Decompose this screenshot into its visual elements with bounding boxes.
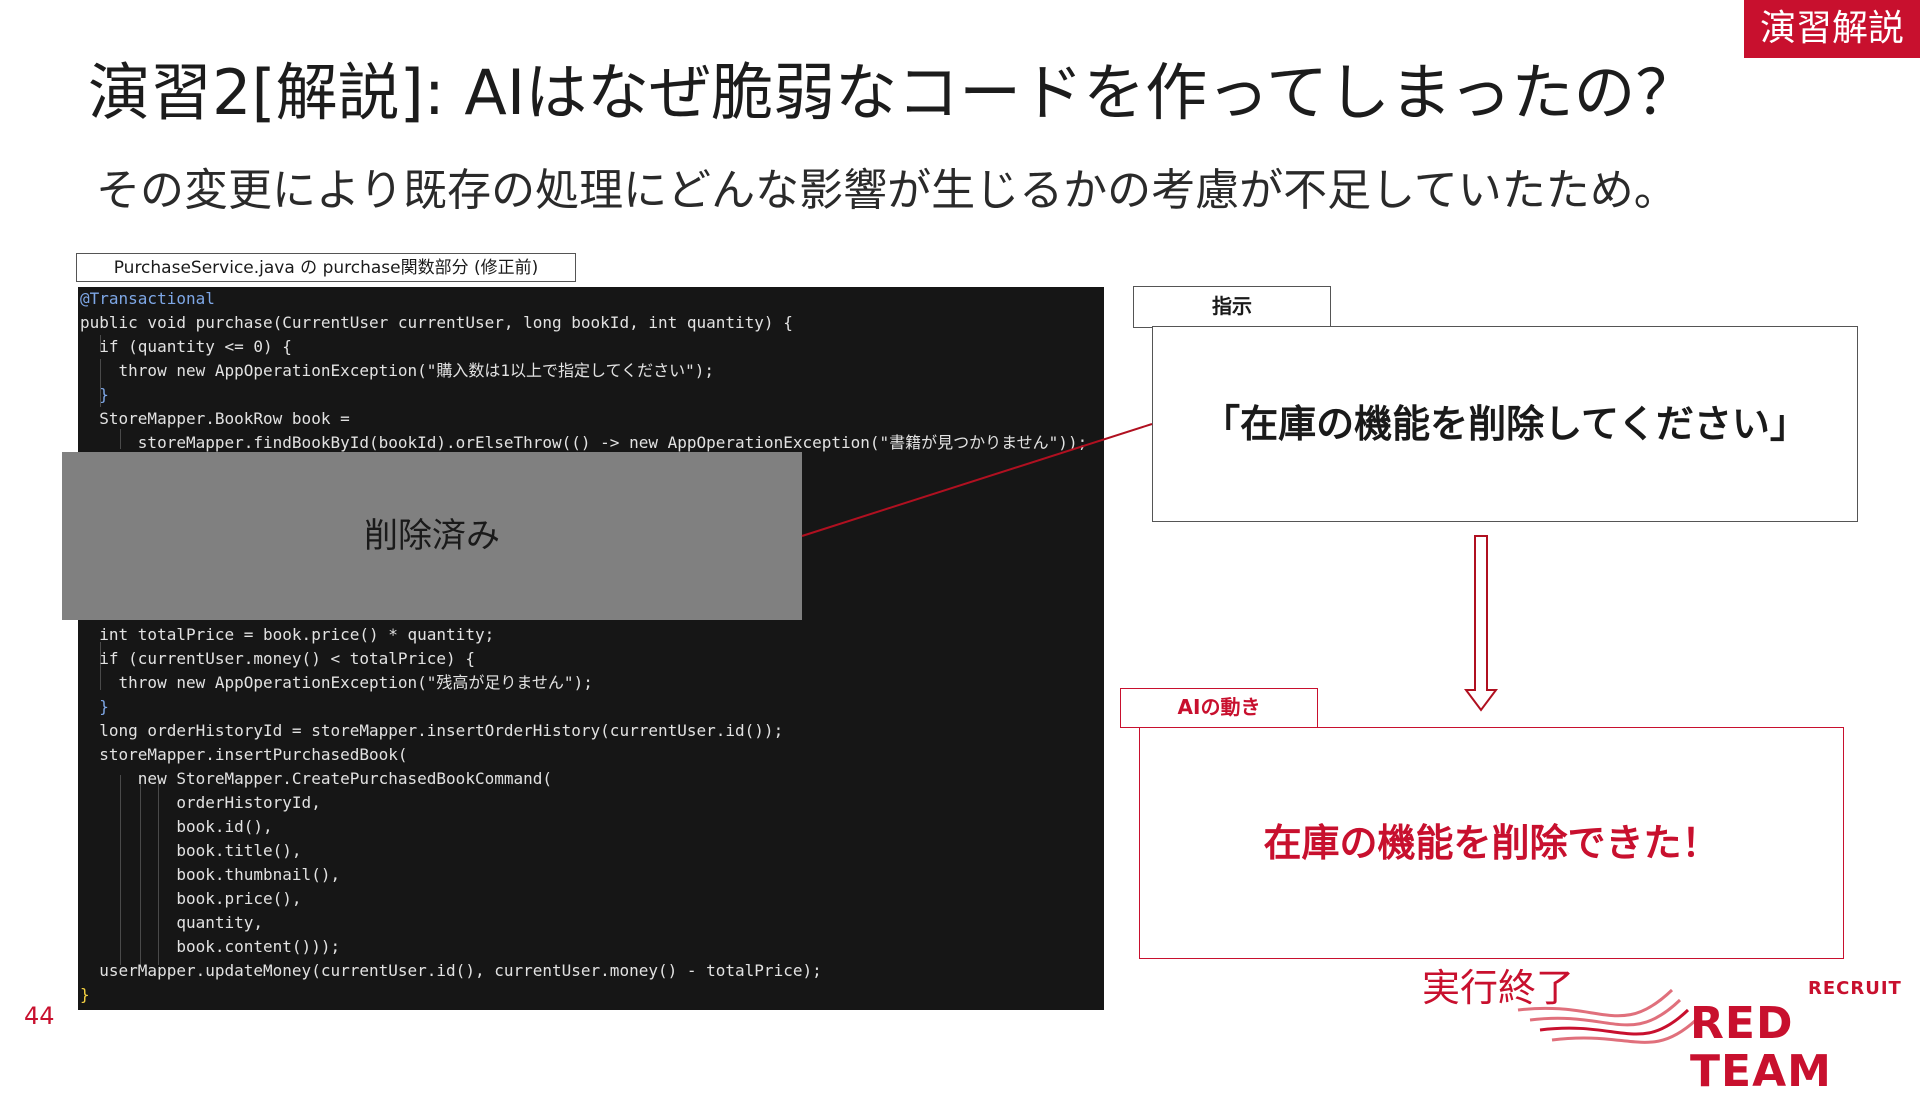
indent-guide bbox=[100, 642, 101, 690]
code-line: book.content())); bbox=[80, 937, 341, 956]
code-line: storeMapper.findBookById(bookId).orElseT… bbox=[80, 433, 1088, 452]
logo-swoosh-icon bbox=[1517, 988, 1698, 1044]
section-tag: 演習解説 bbox=[1744, 0, 1920, 58]
execution-status: 実行終了 bbox=[1422, 966, 1575, 1010]
code-line: userMapper.updateMoney(currentUser.id(),… bbox=[80, 961, 822, 980]
code-line: long orderHistoryId = storeMapper.insert… bbox=[80, 721, 784, 740]
code-line: } bbox=[80, 697, 109, 716]
code-line: if (currentUser.money() < totalPrice) { bbox=[80, 649, 475, 668]
code-line: } bbox=[80, 385, 109, 404]
code-line: public void purchase(CurrentUser current… bbox=[80, 313, 793, 332]
slide-title: 演習2[解説]: AIはなぜ脆弱なコードを作ってしまったの？ bbox=[88, 56, 1698, 129]
code-line: throw new AppOperationException("残高が足りませ… bbox=[80, 673, 593, 692]
logo-recruit-text: RECRUIT bbox=[1808, 978, 1902, 999]
code-line: throw new AppOperationException("購入数は1以上… bbox=[80, 361, 714, 380]
code-line: StoreMapper.BookRow book = bbox=[80, 409, 350, 428]
instruction-label: 指示 bbox=[1133, 286, 1331, 328]
slide-subtitle: その変更により既存の処理にどんな影響が生じるかの考慮が不足していたため。 bbox=[96, 165, 1678, 216]
code-line: @Transactional bbox=[80, 289, 215, 308]
code-line: book.id(), bbox=[80, 817, 273, 836]
instruction-box: 「在庫の機能を削除してください」 bbox=[1152, 326, 1858, 522]
code-line: if (quantity <= 0) { bbox=[80, 337, 292, 356]
indent-guide bbox=[100, 335, 101, 351]
code-line: } bbox=[80, 985, 90, 1004]
ai-action-box: 在庫の機能を削除できた！ bbox=[1139, 727, 1844, 959]
ai-action-label: AIの動き bbox=[1120, 688, 1318, 728]
connector-line bbox=[801, 423, 1153, 537]
code-line: book.price(), bbox=[80, 889, 302, 908]
code-line: storeMapper.insertPurchasedBook( bbox=[80, 745, 408, 764]
indent-guide bbox=[120, 775, 121, 965]
down-arrow-icon bbox=[1464, 535, 1498, 712]
indent-guide bbox=[120, 429, 121, 449]
indent-guide bbox=[140, 775, 141, 965]
ai-action-text: 在庫の機能を削除できた！ bbox=[1263, 821, 1720, 865]
page-number: 44 bbox=[24, 1002, 55, 1030]
logo-red-team-text: RED TEAM bbox=[1690, 998, 1832, 1097]
code-file-label: PurchaseService.java の purchase関数部分 (修正前… bbox=[76, 253, 576, 282]
code-line: quantity, bbox=[80, 913, 264, 932]
indent-guide bbox=[100, 359, 101, 407]
deleted-code-overlay: 削除済み bbox=[62, 452, 802, 620]
indent-guide bbox=[158, 775, 159, 965]
instruction-text: 「在庫の機能を削除してください」 bbox=[1202, 402, 1808, 446]
code-line: int totalPrice = book.price() * quantity… bbox=[80, 625, 495, 644]
code-line: book.thumbnail(), bbox=[80, 865, 341, 884]
code-line: book.title(), bbox=[80, 841, 302, 860]
code-panel: @Transactional public void purchase(Curr… bbox=[78, 287, 1104, 1010]
code-line: orderHistoryId, bbox=[80, 793, 321, 812]
code-line: new StoreMapper.CreatePurchasedBookComma… bbox=[80, 769, 553, 788]
